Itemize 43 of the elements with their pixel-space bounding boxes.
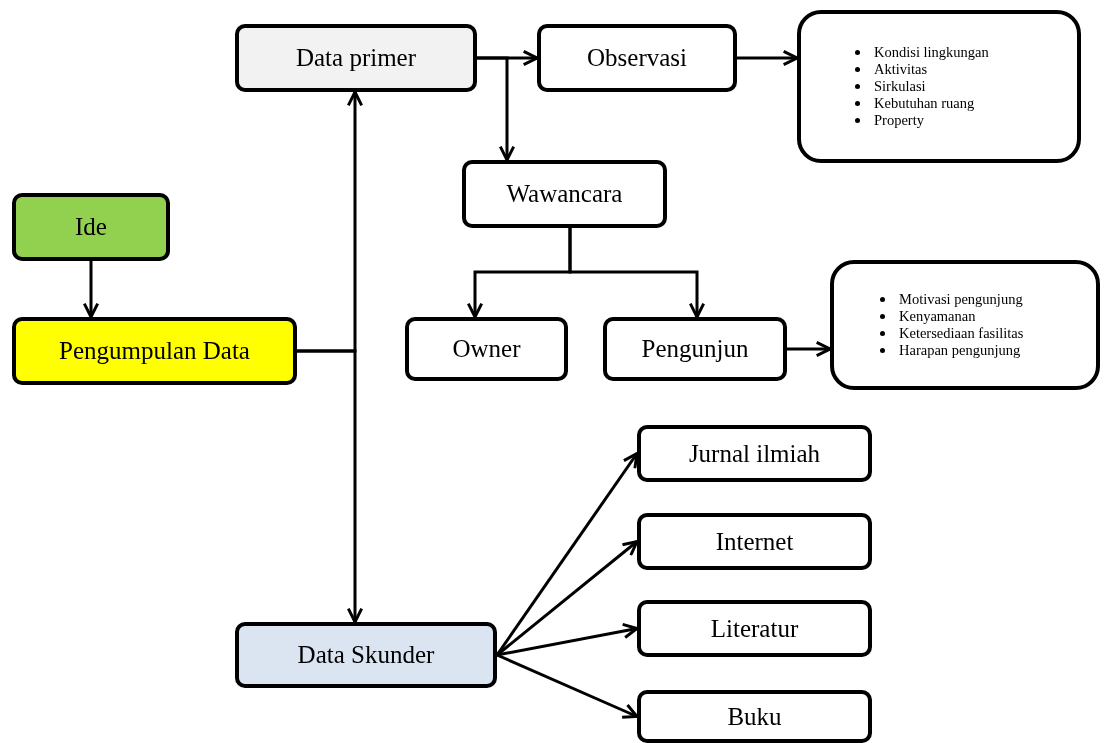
arrow	[568, 228, 706, 319]
process-box	[12, 193, 170, 261]
process-box	[637, 425, 872, 482]
box-label: Owner	[452, 335, 521, 363]
box-label: Wawancara	[506, 180, 623, 208]
bullet-item: Ketersediaan fasilitas	[880, 325, 1024, 342]
list-box	[830, 260, 1100, 390]
box-label: Data Skunder	[297, 641, 435, 669]
arrow	[82, 261, 100, 319]
bullet-item: Property	[855, 112, 989, 129]
arrow	[477, 56, 516, 162]
box-label: Ide	[75, 213, 107, 241]
arrow	[297, 349, 364, 624]
bullet-item: Aktivitas	[855, 61, 989, 78]
process-box	[637, 513, 872, 570]
arrow	[496, 622, 639, 657]
box-label: Literatur	[710, 614, 799, 643]
bullet-item: Harapan pengunjung	[880, 342, 1024, 359]
process-box	[537, 24, 737, 92]
arrow	[496, 653, 639, 719]
box-label: Pengunjun	[641, 335, 749, 363]
process-box	[405, 317, 568, 381]
process-box	[603, 317, 787, 381]
box-label: Internet	[715, 527, 794, 556]
bullet-item: Kondisi lingkungan	[855, 44, 989, 61]
process-box	[235, 622, 497, 688]
bullet-item: Sirkulasi	[855, 78, 989, 95]
box-label: Observasi	[587, 44, 687, 72]
box-label: Pengumpulan Data	[59, 337, 250, 365]
box-label: Data primer	[295, 44, 417, 72]
process-box	[12, 317, 297, 385]
box-label: Jurnal ilmiah	[688, 439, 821, 468]
arrow	[787, 340, 832, 358]
box-label: Buku	[727, 702, 782, 731]
process-box	[462, 160, 667, 228]
process-box	[637, 690, 872, 743]
process-box	[637, 600, 872, 657]
bullet-item: Motivasi pengunjung	[880, 291, 1024, 308]
bullet-item: Kenyamanan	[880, 308, 1024, 325]
bullet-item: Kebutuhan ruang	[855, 95, 989, 112]
list-box	[797, 10, 1081, 163]
arrow	[737, 49, 799, 67]
process-box	[235, 24, 477, 92]
